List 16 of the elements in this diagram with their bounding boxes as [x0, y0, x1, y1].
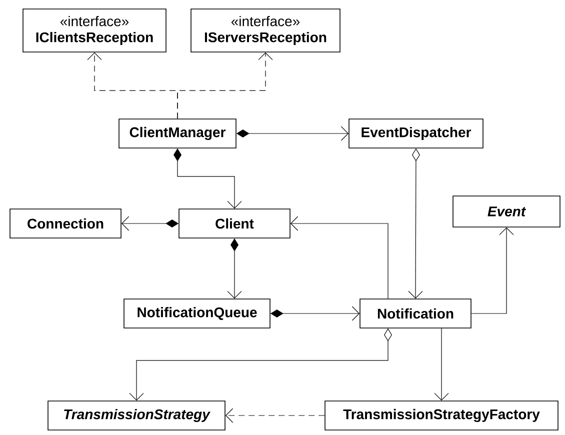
- class-box: EventDispatcher: [348, 118, 484, 148]
- class-box: TransmissionStrategyFactory: [324, 400, 558, 430]
- interface-box: «interface» IServersReception: [190, 8, 340, 52]
- interface-box: «interface» IClientsReception: [22, 8, 166, 52]
- abstract-class-box: Event: [452, 196, 560, 228]
- class-box: ClientManager: [118, 118, 236, 148]
- association-arrow: [471, 227, 514, 314]
- abstract-class-box: TransmissionStrategy: [48, 400, 226, 430]
- class-box: Client: [178, 208, 290, 238]
- association-arrow: [434, 328, 449, 401]
- class-box: NotificationQueue: [124, 298, 270, 328]
- class-box: Connection: [10, 208, 122, 238]
- association-arrow: [290, 216, 388, 299]
- dependency-arrow: [177, 52, 273, 119]
- class-box: Notification: [360, 298, 472, 328]
- dependency-arrow: [225, 408, 325, 423]
